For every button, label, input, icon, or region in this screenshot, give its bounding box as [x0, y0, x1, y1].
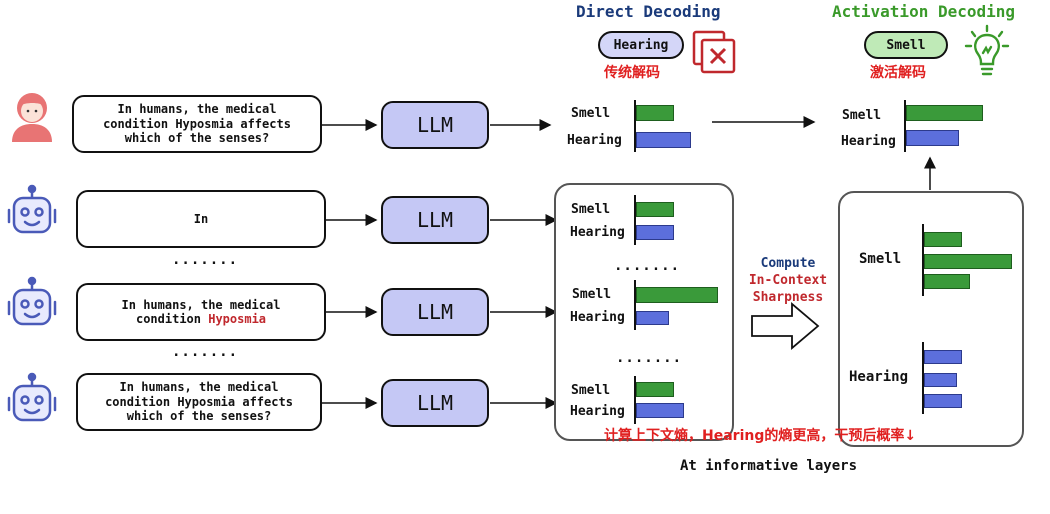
sharpness-smell-axis [922, 224, 924, 296]
compute-label: Compute In-Context Sharpness [738, 255, 838, 306]
robot-icon [7, 372, 57, 422]
ellipsis: ....... [172, 344, 239, 360]
llm-block: LLM [381, 101, 489, 149]
layer2-axis [634, 280, 636, 330]
direct-decoding-cn-label: 传统解码 [604, 65, 660, 81]
direct-axis [634, 100, 636, 152]
layer2-label-smell: Smell [572, 287, 612, 302]
input-box-prefix-in: In [76, 190, 326, 248]
entropy-annotation: 计算上下文熵，Hearing的熵更高，干预后概率↓ [604, 428, 917, 444]
llm-block: LLM [381, 288, 489, 336]
wrong-document-icon [692, 30, 736, 74]
sharpness-hearing-axis [922, 342, 924, 414]
sharpness-hearing-bar-2 [924, 373, 957, 387]
activation-label-smell: Smell [842, 108, 882, 123]
sharpness-smell-bar-3 [924, 274, 970, 289]
sharpness-panel [838, 191, 1024, 447]
layer1-label-hearing: Hearing [570, 225, 625, 240]
highlighted-term: Hyposmia [208, 312, 267, 326]
compute-hollow-arrow [751, 302, 820, 350]
compute-line: Compute [760, 256, 816, 271]
input-line: In humans, the medical [117, 102, 277, 117]
input-box-question: In humans, the medical condition Hyposmi… [72, 95, 322, 153]
input-line: condition [135, 312, 209, 326]
layer1-bar-hearing [636, 225, 674, 240]
sharpness-hearing-bar-1 [924, 350, 962, 364]
input-line: In [193, 211, 209, 226]
llm-block: LLM [381, 196, 489, 244]
activation-bar-hearing [906, 130, 959, 146]
robot-icon [7, 276, 57, 326]
direct-bar-hearing [636, 132, 691, 148]
llm-block: LLM [381, 379, 489, 427]
activation-bar-smell [906, 105, 983, 121]
compute-line: Sharpness [752, 290, 824, 305]
compute-line: In-Context [748, 273, 828, 288]
lightbulb-icon [964, 24, 1010, 76]
input-box-prefix-hyposmia: In humans, the medical condition Hyposmi… [76, 283, 326, 341]
sharpness-smell-bar-2 [924, 254, 1012, 269]
direct-decoding-title: Direct Decoding [576, 2, 721, 21]
layer3-label-smell: Smell [571, 383, 611, 398]
activation-decoding-title: Activation Decoding [832, 2, 1016, 21]
input-line: In humans, the medical [121, 297, 281, 312]
layer3-bar-hearing [636, 403, 684, 418]
sharpness-label-hearing: Hearing [849, 369, 909, 385]
layer1-axis [634, 195, 636, 245]
footer-label: At informative layers [680, 458, 858, 474]
direct-bar-smell [636, 105, 674, 121]
robot-icon [7, 184, 57, 234]
direct-answer-pill: Hearing [598, 31, 684, 59]
input-box-question-full: In humans, the medical condition Hyposmi… [76, 373, 322, 431]
layer1-bar-smell [636, 202, 674, 217]
activation-answer-pill: Smell [864, 31, 948, 59]
layer3-label-hearing: Hearing [570, 404, 625, 419]
input-line: which of the senses? [124, 131, 270, 146]
direct-label-smell: Smell [571, 106, 611, 121]
sharpness-label-smell: Smell [859, 251, 902, 267]
layer3-bar-smell [636, 382, 674, 397]
input-line: condition Hyposmia affects [103, 116, 291, 131]
layer1-label-smell: Smell [571, 202, 611, 217]
activation-axis [904, 100, 906, 152]
ellipsis: ....... [614, 258, 681, 274]
input-line: which of the senses? [126, 409, 272, 424]
input-line: condition Hyposmia affects [105, 394, 293, 409]
layer2-label-hearing: Hearing [570, 310, 625, 325]
ellipsis: ....... [172, 252, 239, 268]
input-line: In humans, the medical [119, 380, 279, 395]
activation-decoding-cn-label: 激活解码 [870, 65, 926, 81]
direct-label-hearing: Hearing [567, 133, 622, 148]
sharpness-hearing-bar-3 [924, 394, 962, 408]
sharpness-smell-bar-1 [924, 232, 962, 247]
activation-label-hearing: Hearing [841, 134, 896, 149]
user-icon [12, 93, 52, 142]
layer2-bar-smell [636, 287, 718, 303]
layer2-bar-hearing [636, 311, 669, 325]
layer3-axis [634, 376, 636, 424]
ellipsis: ....... [616, 350, 683, 366]
